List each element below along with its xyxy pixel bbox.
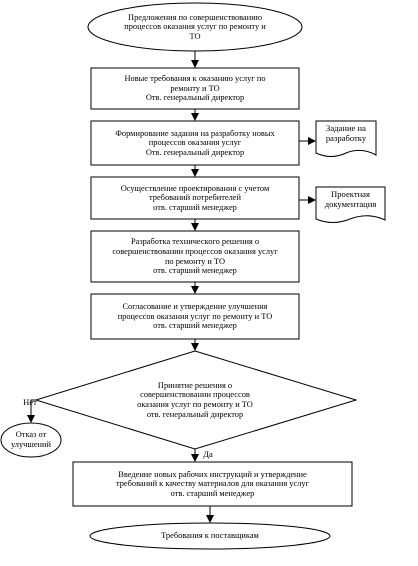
decision-line-2: совершенствовании процессов bbox=[140, 390, 250, 400]
step2-line-3: Отв. генеральный директор bbox=[145, 147, 245, 157]
reject-line-1: Отказ от bbox=[15, 430, 47, 440]
step3-line-3: отв. старший менеджер bbox=[153, 202, 237, 212]
step5-line-2: процессов оказания услуг по ремонту и ТО bbox=[117, 311, 273, 321]
step2-line-2: процессов оказания услуг bbox=[148, 138, 242, 148]
step1-label: Новые требования к оказанию услуг по рем… bbox=[93, 69, 297, 108]
doc1-shape bbox=[315, 120, 377, 157]
end-ellipse bbox=[89, 522, 331, 550]
step2-box bbox=[90, 120, 300, 166]
step2-line-1: Формирование задания на разработку новых bbox=[115, 128, 275, 138]
step4-line-4: отв. старший менеджер bbox=[153, 266, 237, 276]
step6-label: Введение новых рабочих инструкций и утве… bbox=[75, 463, 350, 505]
step5-label: Согласование и утверждение улучшения про… bbox=[93, 295, 297, 338]
step6-box bbox=[72, 461, 353, 507]
doc1-line-1: Задание на bbox=[326, 123, 366, 133]
doc2-shape bbox=[315, 186, 386, 223]
step3-line-2: требований потребителей bbox=[149, 193, 241, 203]
branch-yes-label: Да bbox=[203, 448, 213, 459]
arrow-decision-reject bbox=[27, 399, 36, 423]
step5-line-3: отв. старший менеджер bbox=[153, 321, 237, 331]
step2-label: Формирование задания на разработку новых… bbox=[93, 122, 297, 164]
step3-label: Осуществление проектирования с учетом тр… bbox=[93, 178, 297, 218]
decision-label: Принятие решения о совершенствовании про… bbox=[115, 378, 275, 422]
reject-ellipse bbox=[0, 422, 62, 458]
step6-line-1: Введение новых рабочих инструкций и утве… bbox=[118, 469, 307, 479]
step3-box bbox=[90, 176, 300, 220]
decision-line-1: Принятие решения о bbox=[157, 380, 233, 390]
step1-line-1: Новые требования к оказанию услуг по bbox=[124, 74, 266, 84]
doc2-label: Проектная документация bbox=[317, 188, 384, 210]
reject-line-2: улучшений bbox=[10, 440, 51, 449]
step5-line-1: Согласование и утверждение улучшения bbox=[122, 302, 268, 312]
start-line-3: ТО bbox=[189, 31, 201, 41]
end-label: Требования к поставщикам bbox=[100, 529, 320, 543]
start-line-2: процессов оказания услуг по ремонту и bbox=[124, 22, 266, 32]
step6-line-3: отв. старший менеджер bbox=[170, 488, 255, 498]
step1-line-2: ремонту и ТО bbox=[170, 83, 220, 93]
decision-line-4: отв. генеральный директор bbox=[146, 409, 244, 419]
reject-label: Отказ от улучшений bbox=[3, 429, 59, 451]
step1-line-3: Отв. генеральный директор bbox=[145, 93, 245, 103]
branch-no-label: Нет bbox=[23, 396, 37, 407]
doc2-line-2: документация bbox=[324, 199, 377, 209]
step3-line-1: Осуществление проектирования с учетом bbox=[120, 183, 270, 193]
step4-line-1: Разработка технического решения о bbox=[130, 237, 260, 247]
decision-line-3: оказания услуг по ремонту и ТО bbox=[137, 400, 253, 409]
start-label: Предложения по совершенствованию процесс… bbox=[95, 9, 295, 45]
doc1-line-2: разработку bbox=[325, 133, 367, 143]
end-line-1: Требования к поставщикам bbox=[161, 531, 259, 541]
step6-line-2: требований к качеству материалов для ока… bbox=[115, 479, 310, 489]
start-line-1: Предложения по совершенствованию bbox=[128, 12, 262, 22]
step4-label: Разработка технического решения о соверш… bbox=[93, 232, 297, 281]
doc1-label: Задание на разработку bbox=[317, 122, 375, 144]
doc2-line-1: Проектная bbox=[331, 189, 370, 199]
step1-box bbox=[90, 67, 300, 110]
step4-line-2: совершенствовании процессов оказания усл… bbox=[112, 246, 278, 256]
step4-line-3: по ремонту и ТО bbox=[164, 256, 226, 266]
